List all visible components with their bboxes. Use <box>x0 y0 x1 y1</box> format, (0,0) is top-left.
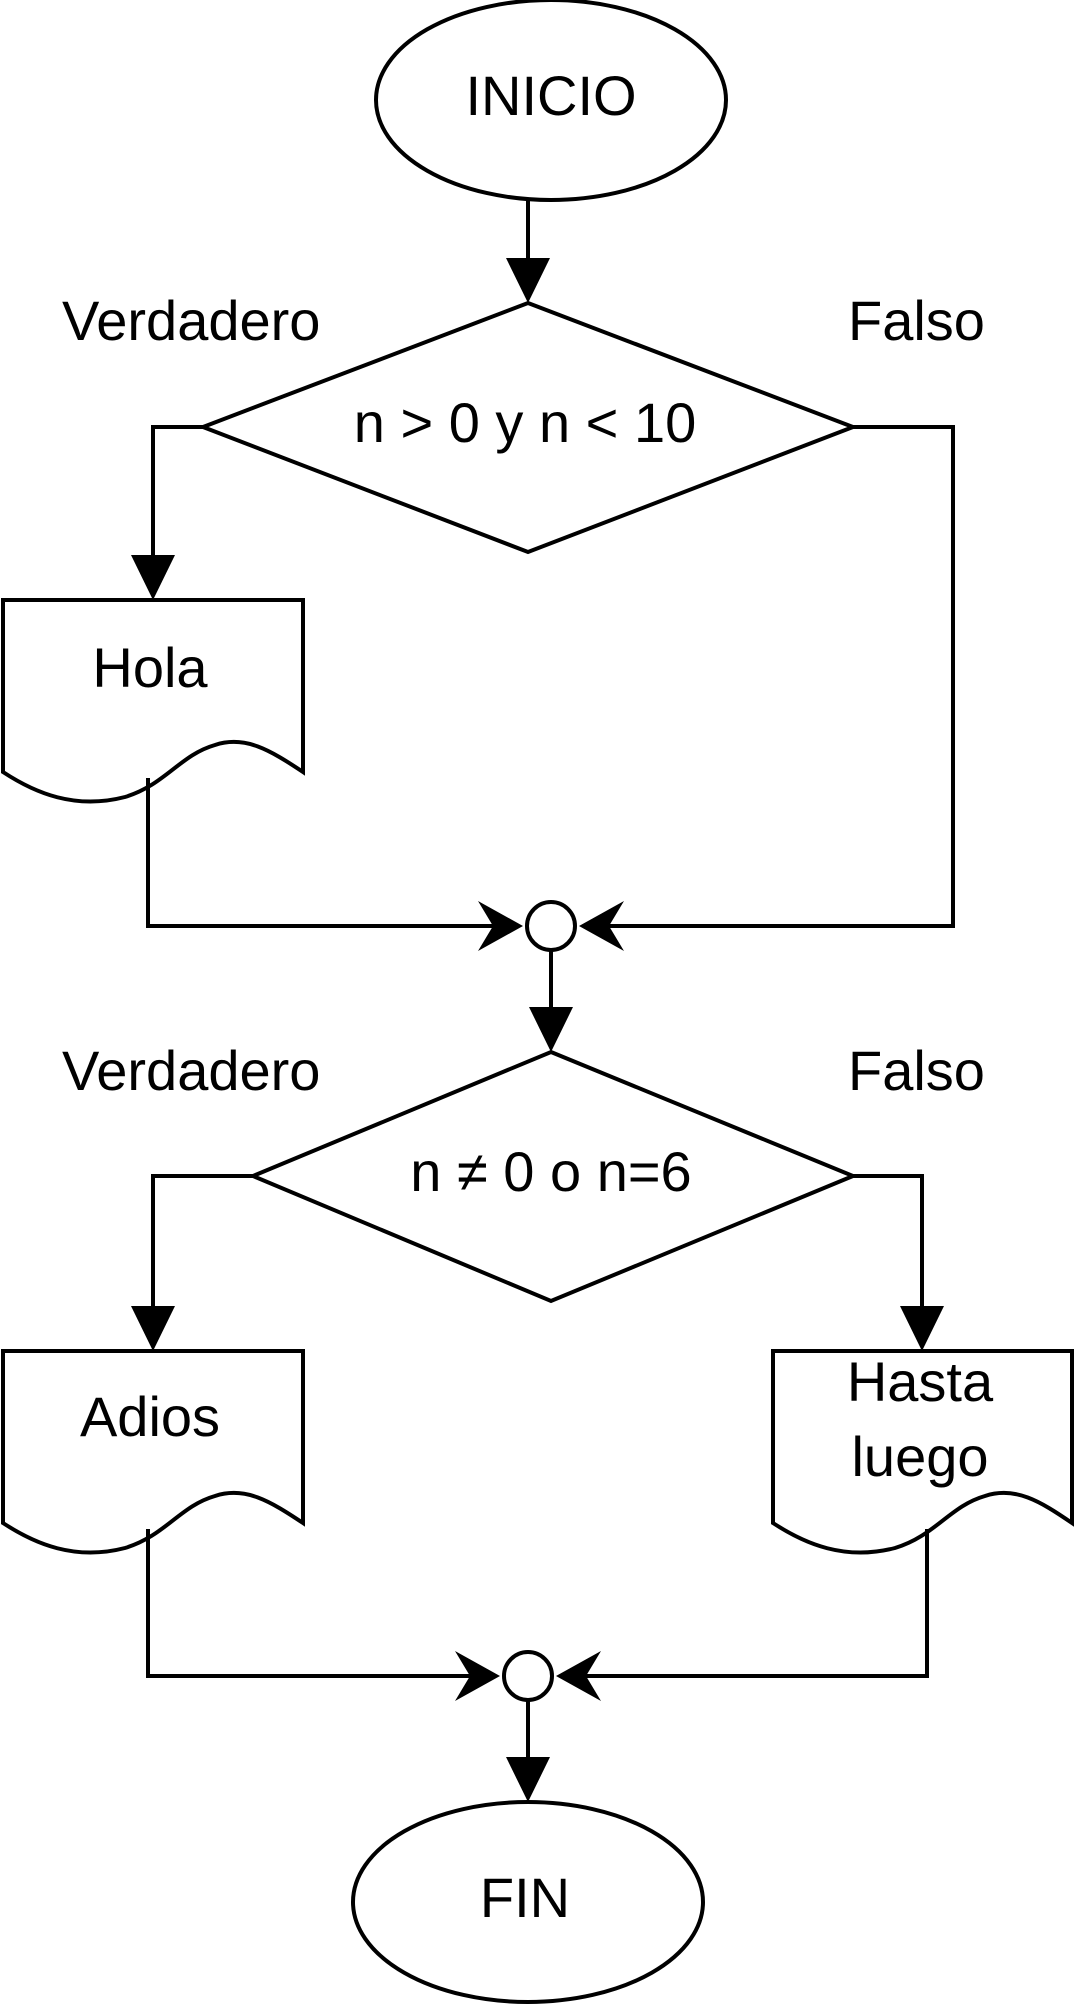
output-hasta-luego-shape <box>771 1349 1074 1555</box>
edge-decision2-false <box>853 1174 924 1316</box>
decision2-true-label: Verdadero <box>62 1039 320 1102</box>
arrow-into-decision1 <box>506 258 550 303</box>
merge-connector-1 <box>525 900 577 952</box>
start-terminal <box>374 0 728 202</box>
edge-hola-to-merge1 <box>146 778 510 928</box>
arrow-into-hola <box>131 555 175 600</box>
edge-decision1-true <box>151 425 203 565</box>
arrow-false-into-merge1 <box>579 901 624 951</box>
decision1-true-label: Verdadero <box>62 289 320 352</box>
end-label: FIN <box>480 1866 570 1929</box>
start-label: INICIO <box>465 64 636 127</box>
output-hola-label: Hola <box>92 636 208 699</box>
edge-hasta-luego-to-merge2 <box>570 1529 929 1678</box>
arrow-into-decision2 <box>529 1007 573 1052</box>
arrow-into-adios <box>131 1306 175 1351</box>
arrow-hola-into-merge1 <box>478 901 523 951</box>
output-adios-label: Adios <box>80 1385 220 1448</box>
arrow-into-end <box>506 1757 550 1802</box>
output-hasta-label-line2: luego <box>851 1425 988 1488</box>
decision1-condition: n > 0 y n < 10 <box>354 391 696 454</box>
decision1-false-label: Falso <box>848 289 985 352</box>
edge-adios-to-merge2 <box>146 1529 488 1678</box>
arrow-hasta-luego-into-merge2 <box>556 1651 601 1701</box>
arrow-into-hasta-luego <box>900 1306 944 1351</box>
edge-decision2-true <box>151 1174 253 1316</box>
decision2-false-label: Falso <box>848 1039 985 1102</box>
edge-decision1-false <box>595 425 955 928</box>
decision-1-diamond <box>197 300 859 555</box>
output-hola-shape <box>0 598 305 804</box>
output-adios-shape <box>1 1349 305 1555</box>
decision2-condition: n ≠ 0 o n=6 <box>410 1140 691 1203</box>
arrow-adios-into-merge2 <box>455 1651 500 1701</box>
merge-connector-2 <box>502 1650 554 1702</box>
output-hasta-label-line1: Hasta <box>847 1350 994 1413</box>
decision-2-diamond <box>247 1049 859 1304</box>
